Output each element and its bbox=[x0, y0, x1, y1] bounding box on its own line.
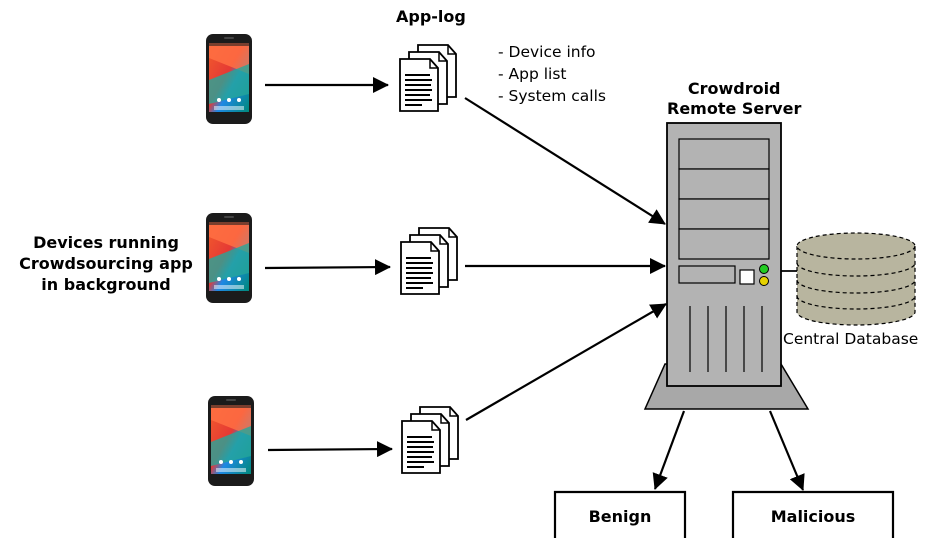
document-stack-icon-2 bbox=[400, 227, 458, 295]
devices-caption: Devices running Crowdsourcing app in bac… bbox=[6, 232, 206, 295]
applog-item: - System calls bbox=[498, 87, 606, 105]
database-cylinder-icon bbox=[796, 232, 916, 326]
applog-item-list: - Device info - App list - System calls bbox=[498, 41, 606, 107]
smartphone-icon-3 bbox=[208, 396, 254, 486]
smartphone-icon-1 bbox=[206, 34, 252, 124]
phone-to-log-arrow-2 bbox=[264, 259, 391, 276]
database-label: Central Database bbox=[783, 330, 919, 348]
document-stack-icon-1 bbox=[399, 44, 457, 112]
log-to-server-arrow-3 bbox=[465, 303, 667, 421]
smartphone-icon-2 bbox=[206, 213, 252, 303]
applog-item: - Device info bbox=[498, 43, 596, 61]
server-to-malicious-arrow bbox=[768, 410, 805, 491]
log-to-server-arrow-1 bbox=[464, 97, 666, 225]
devices-caption-line: Devices running bbox=[33, 233, 179, 252]
applog-title: App-log bbox=[396, 7, 466, 26]
benign-box bbox=[553, 490, 687, 538]
phone-to-log-arrow-3 bbox=[267, 441, 393, 458]
server-title: Crowdroid Remote Server bbox=[667, 79, 801, 119]
malicious-label: Malicious bbox=[770, 507, 856, 526]
server-title-line: Remote Server bbox=[667, 99, 802, 118]
server-title-line: Crowdroid bbox=[687, 79, 781, 98]
server-to-benign-arrow bbox=[652, 410, 686, 490]
devices-caption-line: in background bbox=[41, 275, 171, 294]
server-tower-icon bbox=[643, 122, 810, 410]
document-stack-icon-3 bbox=[401, 406, 459, 474]
benign-label: Benign bbox=[588, 507, 652, 526]
devices-caption-line: Crowdsourcing app bbox=[19, 254, 193, 273]
applog-item: - App list bbox=[498, 65, 567, 83]
malicious-box bbox=[731, 490, 895, 538]
